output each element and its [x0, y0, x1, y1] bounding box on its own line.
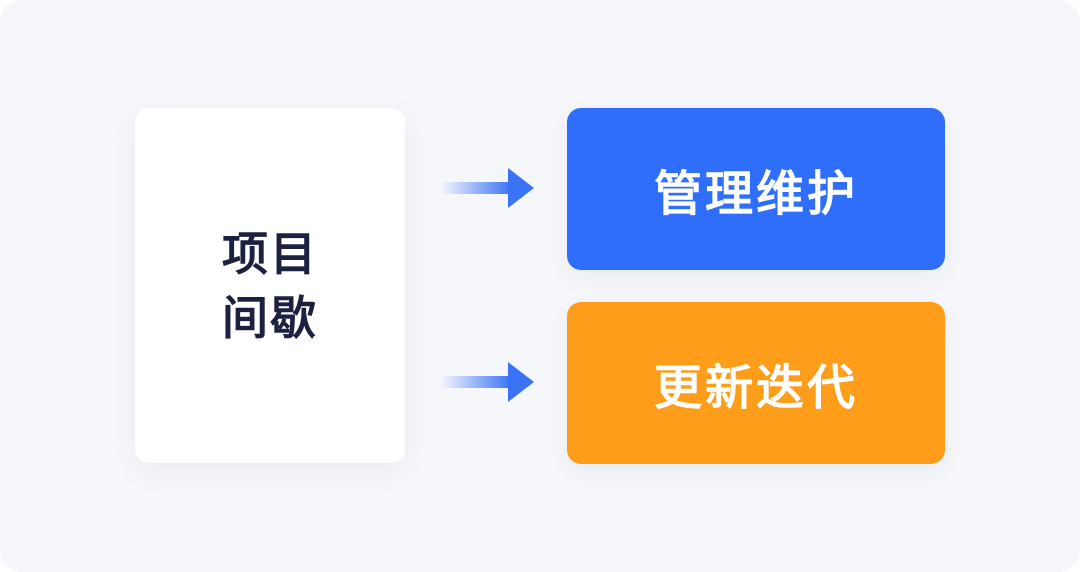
target-node-iteration: 更新迭代 [567, 302, 945, 464]
source-label-line-2: 间歇 [222, 290, 318, 345]
target-label-maintenance: 管理维护 [653, 166, 858, 222]
target-label-iteration: 更新迭代 [653, 360, 858, 416]
arrow-to-iteration-icon [440, 362, 534, 402]
source-label-line-1: 项目 [222, 226, 318, 281]
arrow-to-maintenance-icon [440, 168, 534, 208]
source-node-project-pause: 项目 间歇 [135, 108, 405, 463]
target-node-maintenance: 管理维护 [567, 108, 945, 270]
